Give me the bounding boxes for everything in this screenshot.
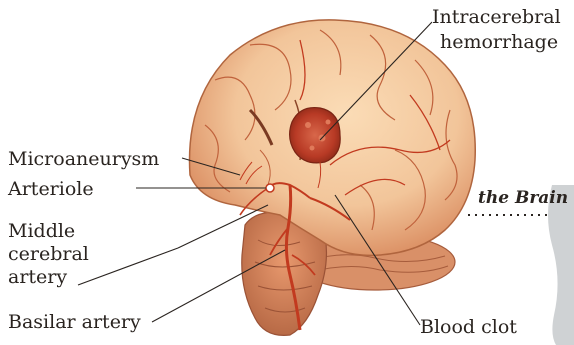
leader-middle-cerebral-artery-lower	[78, 248, 178, 285]
side-caption: the Brain	[478, 188, 568, 208]
label-blood-clot: Blood clot	[420, 316, 517, 338]
label-middle-cerebral-artery-line3: artery	[8, 266, 67, 288]
label-intracerebral-hemorrhage-line2: hemorrhage	[440, 31, 558, 53]
label-microaneurysm: Microaneurysm	[8, 148, 159, 170]
label-middle-cerebral-artery-line1: Middle	[8, 220, 75, 242]
label-intracerebral-hemorrhage-line1: Intracerebral	[432, 6, 561, 28]
label-basilar-artery: Basilar artery	[8, 311, 141, 333]
label-arteriole: Arteriole	[8, 178, 94, 200]
hemorrhage-mass	[290, 108, 341, 163]
adjacent-figure-fragment	[534, 185, 574, 345]
label-middle-cerebral-artery-line2: cerebral	[8, 243, 89, 265]
